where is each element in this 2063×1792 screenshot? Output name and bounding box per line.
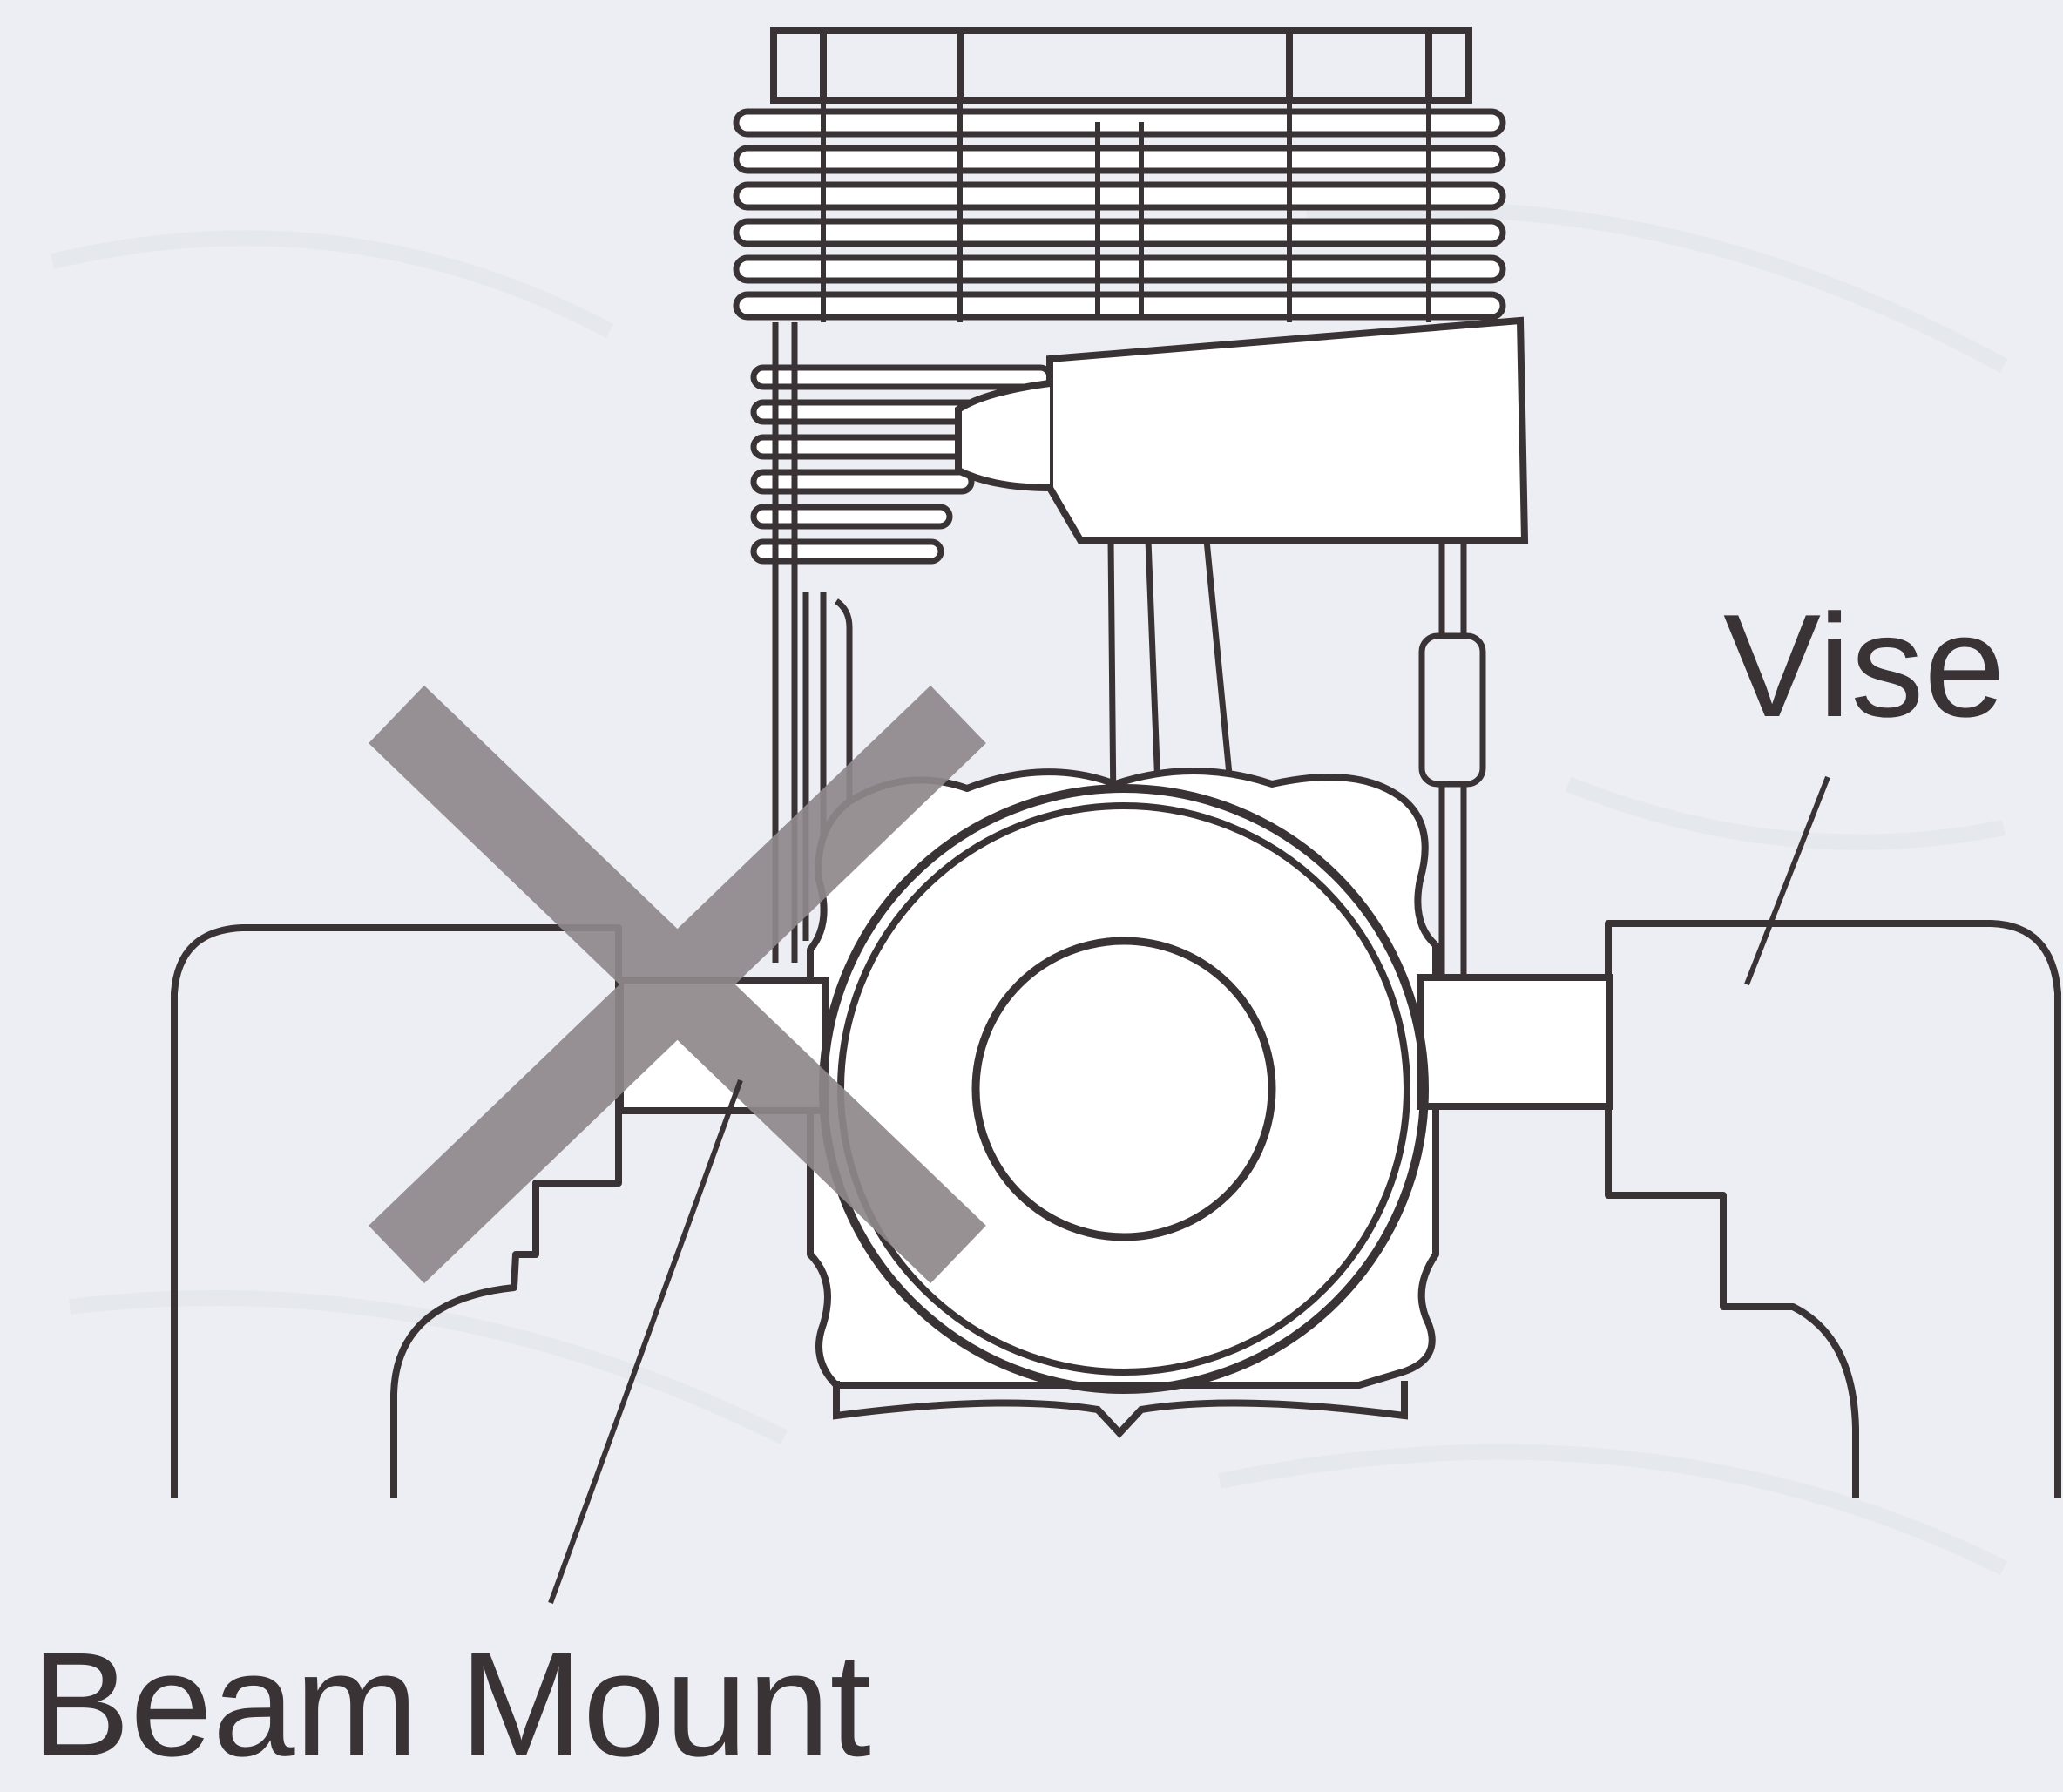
left-vise-jaw [171,924,622,1498]
fin-dividers [821,100,1431,322]
cooling-fins [733,108,1506,565]
exhaust-block [955,316,1529,544]
right-vise-jaw [1605,920,2061,1498]
vise-label: Vise [1723,584,2006,747]
beam-mount-label: Beam Mount [31,1622,871,1788]
crankcase-base [833,1381,1408,1438]
x-mark-icon [369,685,986,1284]
leader-lines [548,775,1830,1605]
cylinder-head [770,27,1472,104]
